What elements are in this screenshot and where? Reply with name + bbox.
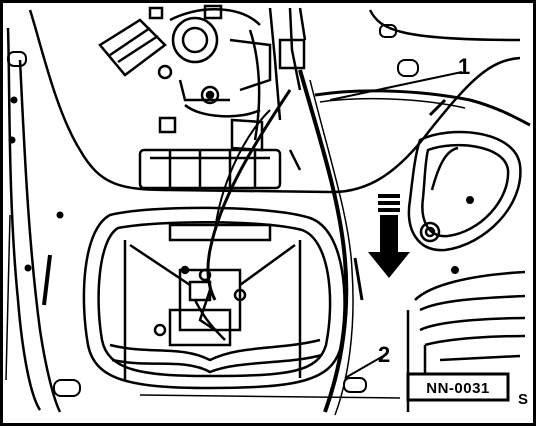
- fixing-holes: [7, 24, 474, 397]
- bowden-cables: [206, 69, 531, 416]
- down-arrow-icon: [368, 194, 410, 278]
- access-grille: [138, 148, 282, 190]
- callout-2-label: 2: [378, 342, 390, 367]
- reference-code: NN-0031: [426, 380, 490, 397]
- corner-mark: S: [518, 391, 529, 408]
- door-panel: [5, 9, 526, 413]
- reference-box: NN-0031 S: [406, 372, 529, 408]
- regulator-motor: [98, 4, 272, 118]
- callout-1-leader: [329, 71, 463, 101]
- door-lock: [153, 265, 247, 347]
- lower-recess: [419, 316, 526, 375]
- access-opening: [82, 206, 346, 390]
- handle-recess: [407, 130, 522, 252]
- callout-leaders: [329, 71, 463, 379]
- callout-1-label: 1: [458, 54, 470, 79]
- callout-2-leader: [344, 354, 386, 379]
